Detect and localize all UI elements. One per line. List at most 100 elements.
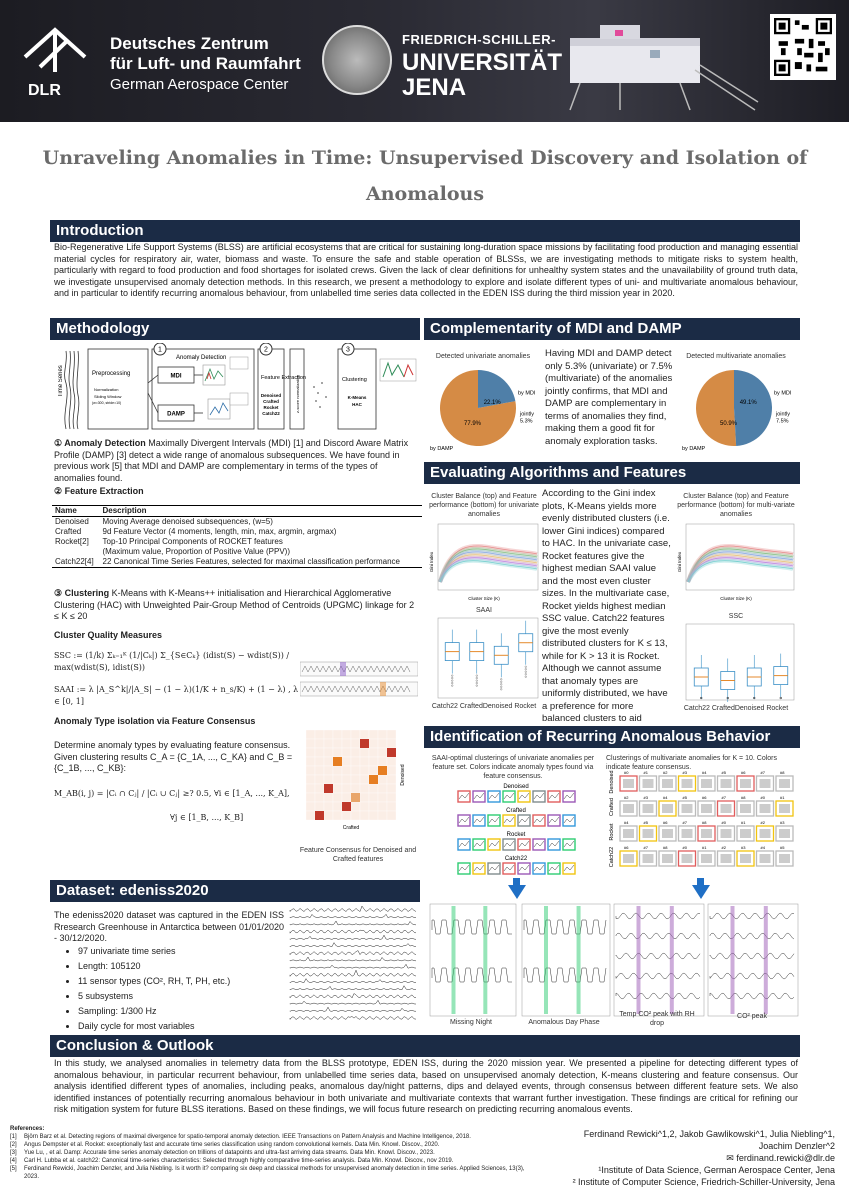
cluster-thumbnail: [562, 838, 576, 851]
cluster-thumbnail-line: [488, 840, 500, 848]
arrow-down-icon: [692, 885, 710, 899]
isolation-formula-2: ∀j ∈ [1_B, ..., K_B]: [170, 813, 244, 822]
box-outlier: [700, 696, 703, 699]
saai-title: SAAI: [476, 607, 492, 614]
heatmap-cell: [350, 747, 361, 758]
cluster-tag: #7: [761, 770, 766, 775]
pipeline-diagram: 1 2 3 Anomaly Detection Time Series Prep…: [58, 343, 417, 430]
heatmap-cell: [305, 810, 316, 821]
list-item: [2]Angus Dempster et al. Rocket: excepti…: [10, 1141, 540, 1149]
ts-line: [709, 952, 795, 960]
ts-line: [615, 972, 701, 980]
pipeline-preprocessing: Preprocessing: [92, 371, 130, 377]
cluster-tag: #4: [702, 770, 707, 775]
heatmap-cell-hot: [315, 811, 324, 820]
anomaly-detection-text: Maximally Divergent Intervals (MDI) [1] …: [54, 438, 409, 483]
heatmap-cell: [314, 738, 325, 749]
ts-line: [709, 912, 795, 920]
section-dataset: Dataset: edeniss2020: [50, 880, 420, 902]
cluster-tag: #1: [780, 795, 785, 800]
pie-slice: [696, 370, 737, 446]
ref-text: Angus Dempster et al. Rocket: exceptiona…: [24, 1142, 440, 1148]
cluster-thumbnail: [457, 838, 471, 851]
heatmap-cell: [386, 792, 397, 803]
heatmap-cell: [323, 747, 334, 758]
heatmap-cell: [314, 774, 325, 785]
cluster-thumbnail: [562, 862, 576, 875]
dlr-name-line1: Deutsches Zentrum: [110, 34, 269, 53]
author-email-text[interactable]: ferdinand.rewicki@dlr.de: [736, 1153, 835, 1163]
heatmap-cell: [332, 738, 343, 749]
affiliation-2: ² Institute of Computer Science, Friedri…: [572, 1177, 835, 1187]
heatmap-cell: [377, 801, 388, 812]
cluster-tag: #3: [741, 845, 746, 850]
cluster-tag: #3: [780, 820, 785, 825]
gini-line: [439, 551, 538, 583]
anomaly-detection-block: ① Anomaly Detection Maximally Divergent …: [54, 438, 420, 484]
ident-row-label: Denoised: [609, 770, 615, 793]
multivariate-cluster-gallery: Denoised#0#1#2#3#4#5#6#7#8Crafted#2#3#4#…: [609, 770, 794, 867]
cluster-thumbnail-line: [458, 864, 470, 872]
ref-num: [5]: [10, 1166, 17, 1172]
heatmap-cell: [332, 774, 343, 785]
cluster-thumbnail-line: [488, 816, 500, 824]
ts-highlight: [576, 906, 581, 1014]
cluster-box-fill: [642, 804, 654, 813]
cluster-tag: #4: [624, 820, 629, 825]
gini-line: [687, 551, 794, 583]
arrow-down-icon-stem: [513, 878, 520, 886]
pipeline-kmeans: K-Means: [348, 395, 367, 400]
cluster-box-fill: [759, 804, 771, 813]
cluster-thumbnail-line: [533, 816, 545, 824]
box-outlier: [451, 677, 454, 680]
section-methodology: Methodology: [50, 318, 420, 340]
cluster-thumbnail: [562, 790, 576, 803]
author-email[interactable]: ✉ ferdinand.rewicki@dlr.de: [545, 1152, 835, 1164]
recurring-anomaly-plots: [429, 903, 799, 1017]
jena-line3: JENA: [402, 74, 467, 101]
ts-line: [615, 932, 701, 940]
ts-panel: [429, 903, 517, 1017]
heatmap-cell-hot: [378, 766, 387, 775]
section-evaluating: Evaluating Algorithms and Features: [424, 462, 800, 484]
cluster-thumbnail-line: [458, 792, 470, 800]
ts-highlight: [763, 906, 768, 1014]
heatmap-cell: [368, 747, 379, 758]
list-item: 5 subsystems: [78, 989, 294, 1004]
cluster-thumbnail-line: [548, 816, 560, 824]
heatmap-cell: [332, 801, 343, 812]
heatmap-cell: [305, 747, 316, 758]
jena-line1: FRIEDRICH-SCHILLER-: [402, 32, 556, 47]
cluster-box-fill: [720, 804, 732, 813]
heatmap-cell: [350, 783, 361, 794]
heatmap-cell: [323, 801, 334, 812]
cluster-thumbnail: [502, 790, 516, 803]
affiliation-1: ¹Institute of Data Science, German Aeros…: [598, 1165, 835, 1175]
heatmap-cell: [359, 756, 370, 767]
heatmap-cell: [314, 765, 325, 776]
heatmap-cell: [314, 747, 325, 758]
heatmap-cell: [386, 738, 397, 749]
qr-code-icon[interactable]: [770, 14, 836, 80]
heatmap-cell: [314, 729, 325, 740]
ts-line: [615, 992, 701, 1000]
pipeline-damp: DAMP: [167, 412, 185, 418]
cluster-box-fill: [623, 829, 634, 838]
cluster-thumbnail-line: [503, 864, 515, 872]
table-row: Rocket[2]Top-10 Principal Components of …: [52, 537, 422, 547]
ssc-formula: SSC := (1/k) Σₖ₌₁ᴷ (1/|Cₖ|) Σ_{S∈Cₖ} (id…: [54, 651, 290, 672]
ref-num: [1]: [10, 1134, 17, 1140]
title-line1: Unraveling Anomalies in Time: Unsupervis…: [42, 147, 808, 205]
pie-slice: [734, 370, 772, 446]
heatmap-cell: [332, 792, 343, 803]
heatmap-cell-hot: [360, 739, 369, 748]
ident-left-caption: SAAI-optimal clusterings of univariate a…: [431, 755, 595, 780]
cluster-box-fill: [662, 854, 673, 863]
box-outlier: [500, 683, 503, 686]
arrow-down-icon: [508, 885, 526, 899]
references-title: References:: [10, 1126, 45, 1132]
cluster-box-fill: [759, 779, 771, 788]
cluster-box-fill: [681, 854, 693, 863]
saai-boxplot: [437, 617, 539, 699]
heatmap-cell-hot: [369, 775, 378, 784]
